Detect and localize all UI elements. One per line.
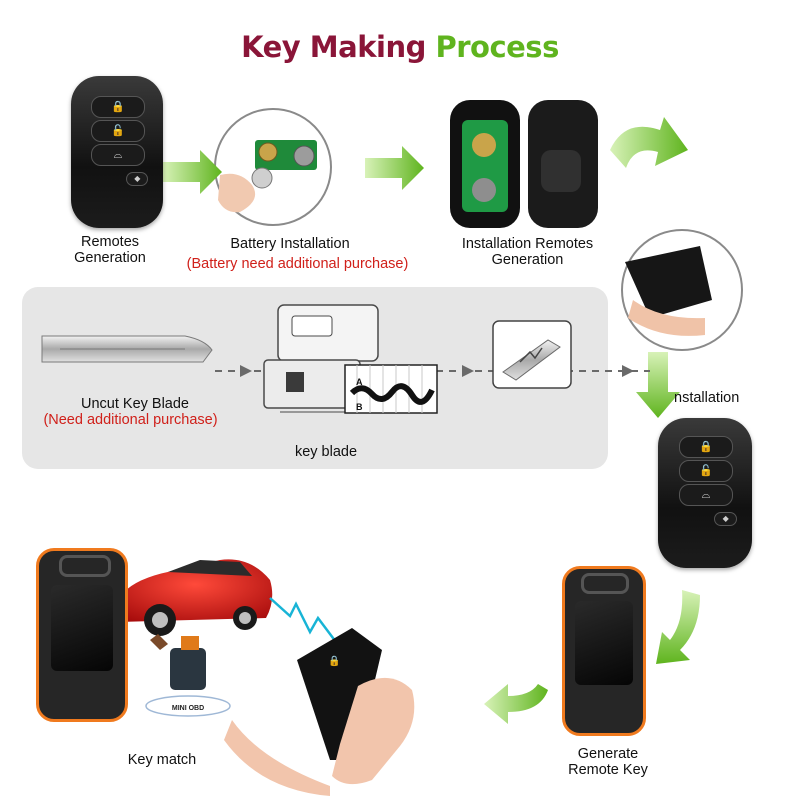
arrow-down-right bbox=[636, 352, 680, 418]
unlock-icon: 🔓 bbox=[111, 124, 125, 137]
mini-obd-label: MINI OBD bbox=[172, 705, 204, 712]
track-b-label: B bbox=[356, 402, 363, 412]
cut-key-inset bbox=[492, 320, 572, 389]
uncut-key-blade-image bbox=[41, 335, 213, 363]
opened-remote-shell bbox=[450, 100, 598, 228]
track-a-label: A bbox=[356, 377, 363, 387]
label-battery-installation: Battery Installation bbox=[230, 236, 350, 252]
trunk-button: ⌓ bbox=[91, 144, 145, 166]
remote-fob-top: 🔒 🔓 ⌓ ◆ bbox=[71, 76, 163, 228]
trunk-icon: ⌓ bbox=[701, 488, 711, 501]
arrow-step1 bbox=[163, 150, 222, 194]
key-programmer-tool-left bbox=[36, 548, 128, 722]
trunk-button-2: ⌓ bbox=[678, 484, 734, 506]
arrow-step2 bbox=[365, 146, 424, 190]
label-key-blade: key blade bbox=[294, 444, 358, 460]
unlock-button: 🔓 bbox=[91, 120, 145, 142]
arrow-down-lower bbox=[656, 590, 700, 664]
label-battery-note: (Battery need additional purchase) bbox=[186, 256, 409, 272]
battery-installation-image bbox=[214, 108, 332, 226]
tool-handle-right bbox=[581, 573, 629, 594]
lock-icon: 🔒 bbox=[699, 440, 713, 453]
lock-icon: 🔒 bbox=[111, 100, 125, 113]
label-installation: nstallation bbox=[674, 390, 740, 406]
label-installation-remotes-generation: Installation Remotes Generation bbox=[461, 236, 594, 268]
panic-icon: ◆ bbox=[722, 514, 729, 523]
unlock-icon: 🔓 bbox=[699, 464, 713, 477]
title-part1: Key Making bbox=[241, 30, 426, 64]
mini-obd-image bbox=[145, 634, 231, 717]
panic-icon: ◆ bbox=[134, 174, 141, 183]
panic-button: ◆ bbox=[126, 172, 149, 186]
unlock-button-2: 🔓 bbox=[678, 460, 734, 482]
tool-screen-left bbox=[51, 585, 113, 671]
cut-profile-inset bbox=[344, 364, 438, 414]
red-car-image bbox=[118, 559, 273, 636]
label-generate-remote-key: Generate Remote Key bbox=[568, 746, 648, 778]
hand-pressing-remote-image bbox=[224, 628, 415, 796]
arrow-curve-top bbox=[610, 117, 688, 168]
label-uncut-note: (Need additional purchase) bbox=[43, 412, 218, 428]
tool-screen-right bbox=[575, 601, 633, 685]
title-part2: Process bbox=[435, 30, 559, 64]
key-programmer-tool-right bbox=[562, 566, 646, 736]
label-uncut-key-blade: Uncut Key Blade bbox=[80, 396, 189, 412]
label-remotes-generation: Remotes Generation bbox=[74, 234, 146, 266]
arrow-left-bottom bbox=[484, 684, 548, 724]
remote-fob-handheld: 🔒 bbox=[320, 648, 360, 718]
label-key-match: Key match bbox=[127, 752, 197, 768]
lock-button: 🔒 bbox=[91, 96, 145, 118]
page-title: Key Making Process bbox=[0, 30, 800, 64]
lock-icon: 🔒 bbox=[328, 656, 341, 667]
tool-handle-left bbox=[59, 555, 111, 577]
lock-button-2: 🔒 bbox=[678, 436, 734, 458]
hand-installation-image bbox=[621, 229, 743, 351]
key-cutting-machine-image bbox=[263, 304, 379, 413]
panic-button-2: ◆ bbox=[714, 512, 738, 526]
wireless-signal-icon bbox=[269, 597, 337, 643]
remote-fob-installed: 🔒 🔓 ⌓ ◆ bbox=[658, 418, 752, 568]
trunk-icon: ⌓ bbox=[113, 148, 123, 161]
